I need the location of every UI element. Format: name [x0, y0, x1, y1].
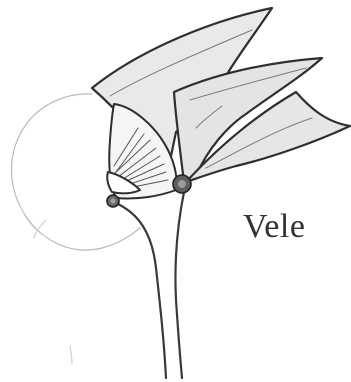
stem [118, 192, 184, 378]
figure-label: Vele [243, 210, 305, 244]
